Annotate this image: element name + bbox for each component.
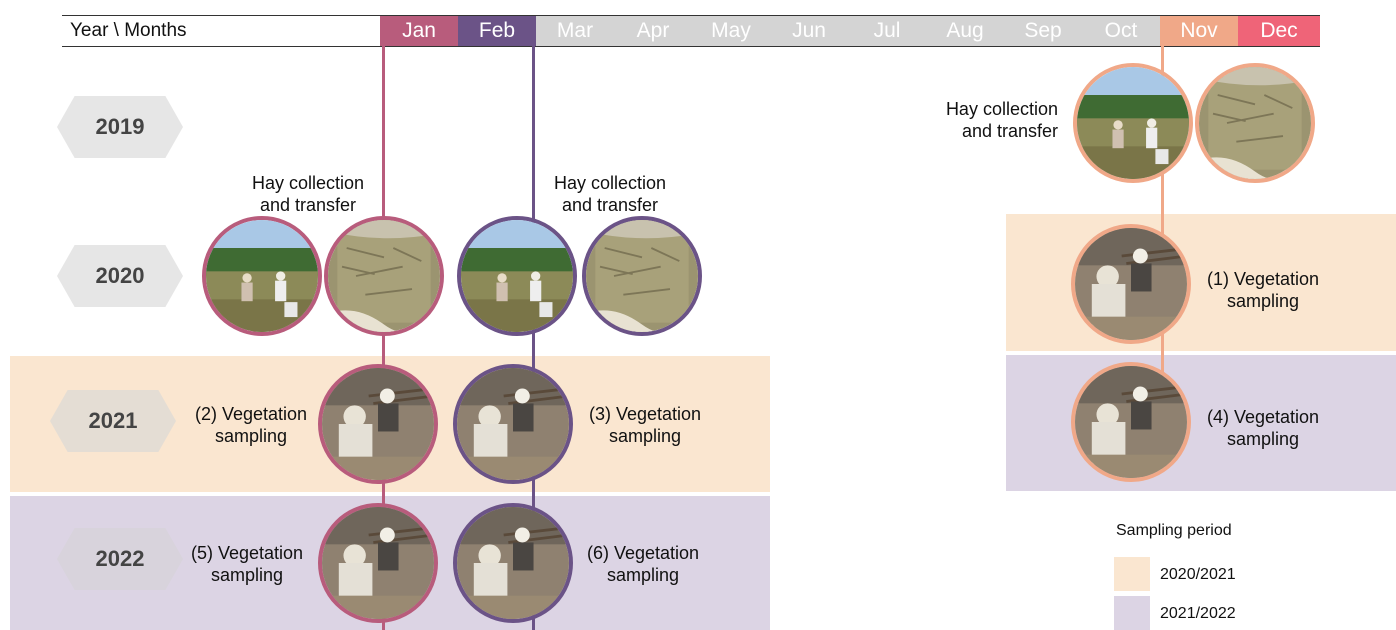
vegetation-sampling-photo bbox=[453, 503, 573, 623]
vegetation-sampling-photo bbox=[1071, 362, 1191, 482]
month-aug: Aug bbox=[926, 16, 1004, 46]
month-jun: Jun bbox=[770, 16, 848, 46]
legend-label-2020-2021: 2020/2021 bbox=[1160, 566, 1236, 583]
hay-collection-photo bbox=[1073, 63, 1193, 183]
legend-title: Sampling period bbox=[1116, 522, 1232, 539]
year-2022: 2022 bbox=[57, 528, 183, 590]
legend-swatch-2021-2022 bbox=[1114, 596, 1150, 630]
vegetation-sampling-photo bbox=[1071, 224, 1191, 344]
jan-timeline bbox=[382, 46, 385, 630]
feb-timeline bbox=[532, 46, 535, 630]
month-jul: Jul bbox=[848, 16, 926, 46]
year-2019: 2019 bbox=[57, 96, 183, 158]
hay-collection-photo bbox=[202, 216, 322, 336]
legend-swatch-2020-2021 bbox=[1114, 557, 1150, 591]
vegetation-sampling-photo bbox=[318, 503, 438, 623]
month-nov: Nov bbox=[1160, 16, 1238, 46]
vegetation-sampling-photo bbox=[453, 364, 573, 484]
month-dec: Dec bbox=[1238, 16, 1320, 46]
header-top-rule bbox=[62, 15, 1320, 16]
month-mar: Mar bbox=[536, 16, 614, 46]
month-jan: Jan bbox=[380, 16, 458, 46]
year-months-header: Year \ Months bbox=[70, 20, 187, 41]
hay-transfer-photo bbox=[582, 216, 702, 336]
month-apr: Apr bbox=[614, 16, 692, 46]
vegetation-sampling-photo bbox=[318, 364, 438, 484]
legend-label-2021-2022: 2021/2022 bbox=[1160, 605, 1236, 622]
month-sep: Sep bbox=[1004, 16, 1082, 46]
hay-collection-photo bbox=[457, 216, 577, 336]
month-feb: Feb bbox=[458, 16, 536, 46]
hay-transfer-photo bbox=[1195, 63, 1315, 183]
header-bottom-rule bbox=[62, 46, 1320, 47]
year-2020: 2020 bbox=[57, 245, 183, 307]
month-oct: Oct bbox=[1082, 16, 1160, 46]
hay-transfer-photo bbox=[324, 216, 444, 336]
month-may: May bbox=[692, 16, 770, 46]
year-2021: 2021 bbox=[50, 390, 176, 452]
